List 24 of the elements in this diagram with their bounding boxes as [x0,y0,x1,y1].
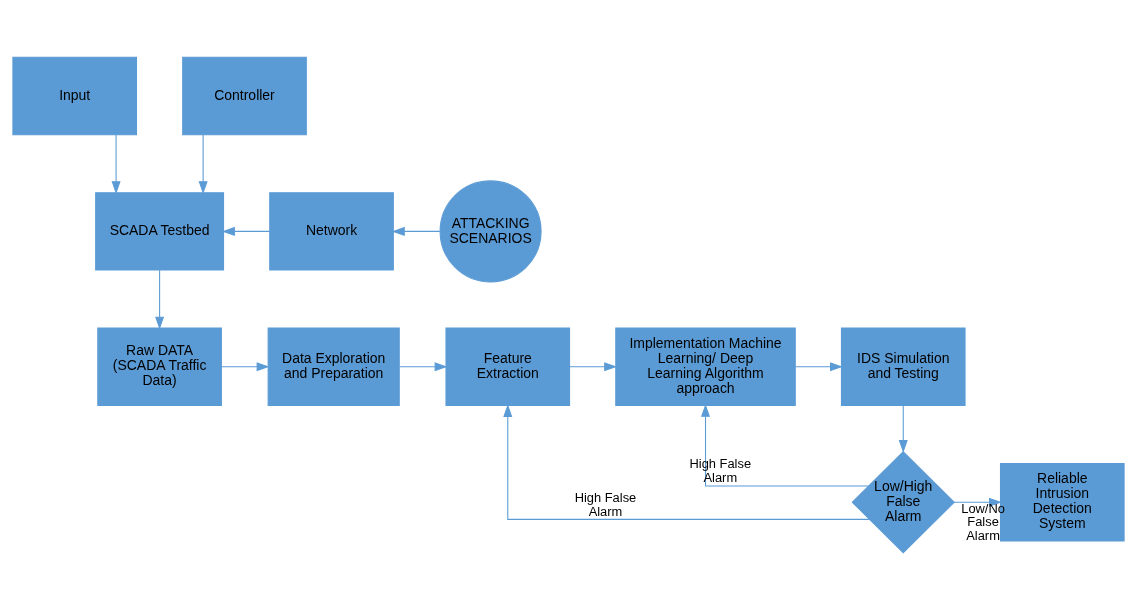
node-box: Network [269,191,394,271]
arrow [398,361,448,371]
arrow [503,403,871,520]
node-circle: ATTACKING SCENARIOS [439,179,542,282]
node-box: Raw DATA (SCADA Traffic Data) [97,327,222,406]
arrow [198,133,208,194]
node-box: Implementation Machine Learning/ Deep Learning Algorithm approach [615,327,796,406]
edge-label: High False Alarm [574,489,637,519]
arrow [155,269,165,330]
node-box: IDS Simulation and Testing [840,327,966,406]
node-diamond: Low/High False Alarm [851,450,955,553]
node-box: Controller [182,56,307,135]
node-box: Data Exploration and Preparation [267,327,400,406]
arrow [111,133,121,194]
node-box: SCADA Testbed [95,191,225,271]
arrow [222,226,271,236]
arrow [391,226,441,236]
arrow [569,361,618,371]
node-box: Feature Extraction [445,327,571,406]
arrow [898,404,908,453]
arrow [794,361,843,371]
node-box: Input [12,56,138,135]
arrow [220,361,270,371]
arrow [701,403,869,487]
